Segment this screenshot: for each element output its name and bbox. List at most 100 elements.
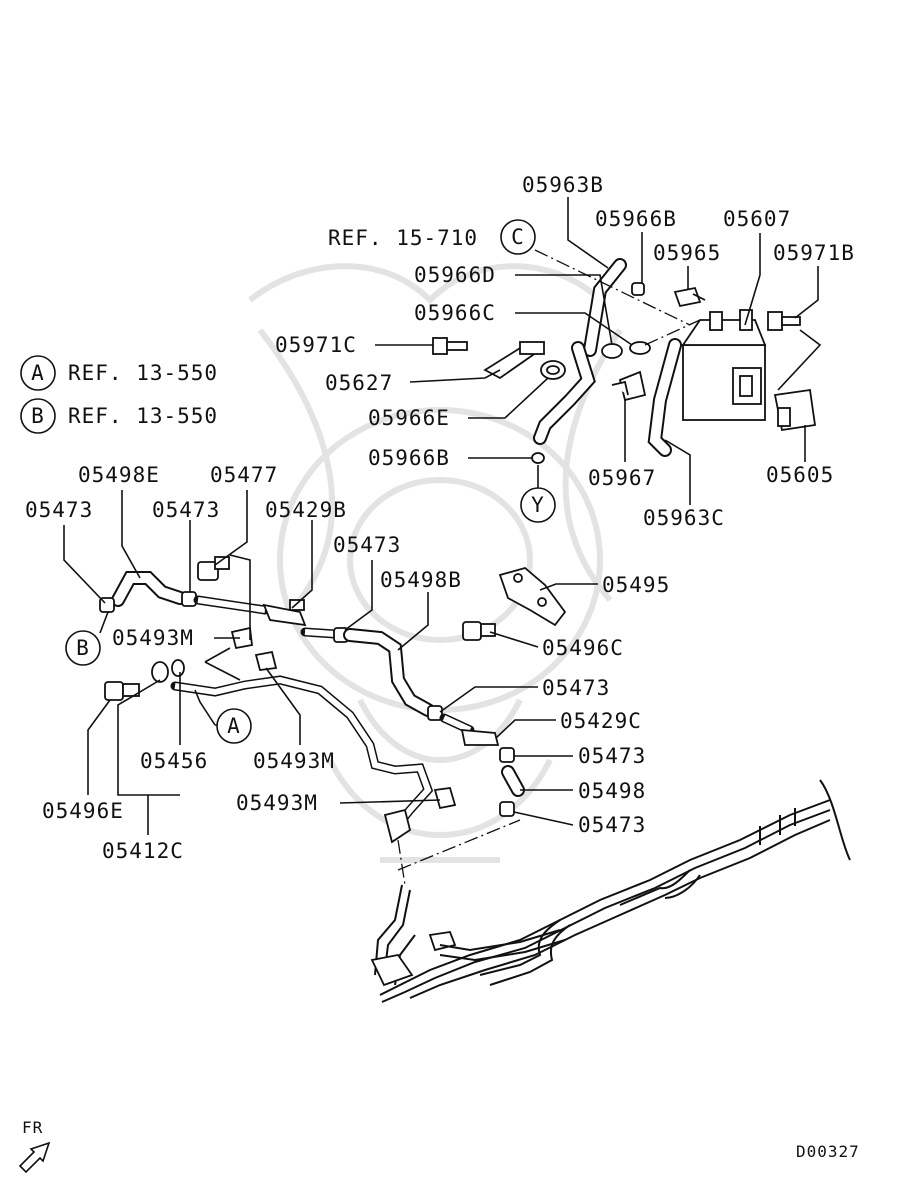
- direction-label: FR: [22, 1118, 43, 1137]
- callout-05477: 05477: [210, 463, 278, 487]
- callout-05966D: 05966D: [414, 263, 496, 287]
- leader-05473-f: [513, 811, 574, 826]
- joint-05429C[interactable]: [460, 728, 500, 746]
- callout-05496E: 05496E: [42, 799, 124, 823]
- marker-c-label: C: [511, 225, 525, 249]
- callout-05473-e: 05473: [578, 744, 646, 768]
- bracket-05627[interactable]: [483, 341, 545, 380]
- connection-line-canister: [644, 319, 701, 346]
- leader-05607: [744, 233, 761, 326]
- clip-05493M-a[interactable]: [230, 626, 253, 650]
- connection-line-drop: [397, 839, 406, 886]
- legend-marker-a-label: A: [31, 361, 45, 385]
- marker-b[interactable]: B: [65, 630, 101, 666]
- leader-05429C: [495, 719, 556, 739]
- callout-05473-b: 05473: [152, 498, 220, 522]
- pipe-to-05473-c[interactable]: [300, 627, 340, 639]
- marker-b-label: B: [76, 636, 90, 660]
- leader-05473-left: [63, 525, 106, 604]
- hose-05963C[interactable]: [647, 338, 682, 457]
- canister-bracket[interactable]: [773, 388, 817, 432]
- bolt-05496C[interactable]: [462, 621, 496, 641]
- leader-05498E: [121, 490, 141, 579]
- callout-05498: 05498: [578, 779, 646, 803]
- joint-05429B[interactable]: [262, 599, 307, 627]
- bracket-lines-mid: [204, 554, 251, 681]
- leader-05966E: [468, 377, 549, 419]
- pipe-05412C[interactable]: [170, 675, 434, 830]
- leader-05429B: [291, 520, 313, 609]
- marker-c[interactable]: C: [500, 219, 536, 255]
- leader-05498B: [397, 592, 429, 651]
- bolt-05496E[interactable]: [104, 681, 140, 701]
- clip-05966B-lower[interactable]: [531, 452, 545, 464]
- leader-05966D: [515, 274, 613, 346]
- leader-05627: [409, 369, 501, 383]
- legend-marker-a: [20, 355, 56, 391]
- hose-05963B[interactable]: [583, 258, 627, 357]
- bracket-05495[interactable]: [498, 567, 567, 627]
- callout-05966E: 05966E: [368, 406, 450, 430]
- leader-05966C: [515, 312, 633, 346]
- clip-05493M-c[interactable]: [433, 787, 457, 810]
- hose-05498B[interactable]: [343, 628, 435, 717]
- direction-arrow-icon: [18, 1141, 51, 1174]
- leader-05412C: [117, 679, 180, 835]
- canister-clip[interactable]: [673, 286, 706, 308]
- leader-05495: [539, 583, 598, 591]
- bracket-05967[interactable]: [611, 370, 647, 402]
- clamp-05473-f[interactable]: [499, 801, 515, 817]
- diagram-id: D00327: [796, 1142, 860, 1161]
- callout-05966B-mid: 05966B: [368, 446, 450, 470]
- charcoal-canister[interactable]: [681, 309, 767, 421]
- leader-canister-bracket: [777, 329, 822, 391]
- callout-05498B: 05498B: [380, 568, 462, 592]
- clip-05966B[interactable]: [631, 282, 645, 296]
- canister-bolt[interactable]: [767, 311, 801, 331]
- legend-marker-b: [20, 398, 56, 434]
- legend-marker-b-label: B: [31, 404, 45, 428]
- callout-05429C: 05429C: [560, 709, 642, 733]
- hose-vapor-bend[interactable]: [533, 341, 596, 445]
- hose-05498E[interactable]: [111, 571, 187, 607]
- marker-a[interactable]: A: [216, 708, 252, 744]
- callout-05473-f: 05473: [578, 813, 646, 837]
- marker-a-label: A: [227, 714, 241, 738]
- callout-05495: 05495: [602, 573, 670, 597]
- bolt-05971C[interactable]: [432, 337, 468, 355]
- bolt-05477[interactable]: [197, 556, 230, 581]
- leader-05963B: [567, 197, 609, 269]
- callout-05473-left: 05473: [25, 498, 93, 522]
- leader-05473-d: [439, 686, 538, 713]
- callout-05498E: 05498E: [78, 463, 160, 487]
- callout-05493M-a: 05493M: [112, 626, 194, 650]
- front-direction-indicator: FR: [18, 1118, 51, 1174]
- pipe-to-05429C[interactable]: [439, 713, 475, 735]
- callout-05963B: 05963B: [522, 173, 604, 197]
- pipe-to-05429B[interactable]: [193, 595, 270, 615]
- leader-05473-c: [344, 560, 373, 631]
- clip-05966D[interactable]: [601, 343, 623, 359]
- connection-line-c: [534, 249, 691, 326]
- clamp-05493M-lower[interactable]: [383, 808, 412, 844]
- callout-05967: 05967: [588, 466, 656, 490]
- callout-05966C: 05966C: [414, 301, 496, 325]
- gasket-05456[interactable]: [171, 659, 185, 677]
- fitting-05412C[interactable]: [151, 661, 169, 683]
- marker-y-label: Y: [531, 493, 545, 517]
- callout-05493M-c: 05493M: [236, 791, 318, 815]
- callout-05966B-top: 05966B: [595, 207, 677, 231]
- clamp-05473-d[interactable]: [427, 705, 443, 721]
- reference-legend: A REF. 13-550 B REF. 13-550: [20, 355, 217, 434]
- leader-05971B: [794, 266, 819, 319]
- clip-05966E[interactable]: [540, 360, 566, 380]
- marker-y[interactable]: Y: [520, 487, 556, 523]
- leader-05496C: [489, 631, 539, 648]
- clip-05493M-b[interactable]: [254, 650, 278, 671]
- clamp-05473-e[interactable]: [499, 747, 515, 763]
- fuel-line-bundle[interactable]: [370, 779, 851, 1003]
- leader-05477: [214, 490, 248, 566]
- hose-05498[interactable]: [501, 765, 525, 797]
- callout-05605: 05605: [766, 463, 834, 487]
